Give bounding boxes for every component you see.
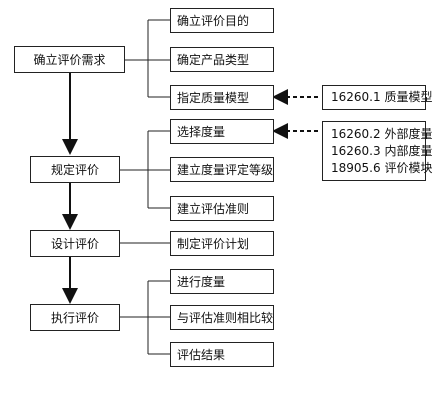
step-box-specify-quality-model: 指定质量模型 <box>170 85 274 110</box>
reference-text-16260-3: 16260.3 内部度量 <box>331 143 433 158</box>
reference-box-quality-model: 16260.1 质量模型 <box>322 85 432 110</box>
step-box-establish-rating-levels: 建立度量评定等级 <box>170 157 274 182</box>
bracket-stage-4 <box>120 280 170 355</box>
stage-box-execute-evaluation: 执行评价 <box>30 304 120 331</box>
step-box-take-measures: 进行度量 <box>170 269 274 294</box>
step-box-assess-results: 评估结果 <box>170 342 274 367</box>
reference-text-16260-1: 16260.1 质量模型 <box>331 90 433 104</box>
reference-text-16260-2: 16260.2 外部度量 <box>331 126 433 141</box>
step-box-compare-with-criteria: 与评估准则相比较 <box>170 305 274 330</box>
step-box-establish-assessment-criteria: 建立评估准则 <box>170 196 274 221</box>
step-box-identify-product-type: 确定产品类型 <box>170 47 274 72</box>
bracket-stage-2 <box>120 130 170 209</box>
reference-box-metrics: 16260.2 外部度量 16260.3 内部度量 18905.6 评价模块 <box>322 121 432 181</box>
step-box-establish-purpose: 确立评价目的 <box>170 8 274 33</box>
stage-box-specify-evaluation: 规定评价 <box>30 156 120 183</box>
step-box-produce-evaluation-plan: 制定评价计划 <box>170 231 274 256</box>
stage-box-design-evaluation: 设计评价 <box>30 230 120 257</box>
bracket-stage-1 <box>125 19 170 98</box>
step-box-select-metrics: 选择度量 <box>170 119 274 144</box>
stage-box-establish-requirements: 确立评价需求 <box>14 46 125 73</box>
reference-text-18905-6: 18905.6 评价模块 <box>331 160 433 175</box>
